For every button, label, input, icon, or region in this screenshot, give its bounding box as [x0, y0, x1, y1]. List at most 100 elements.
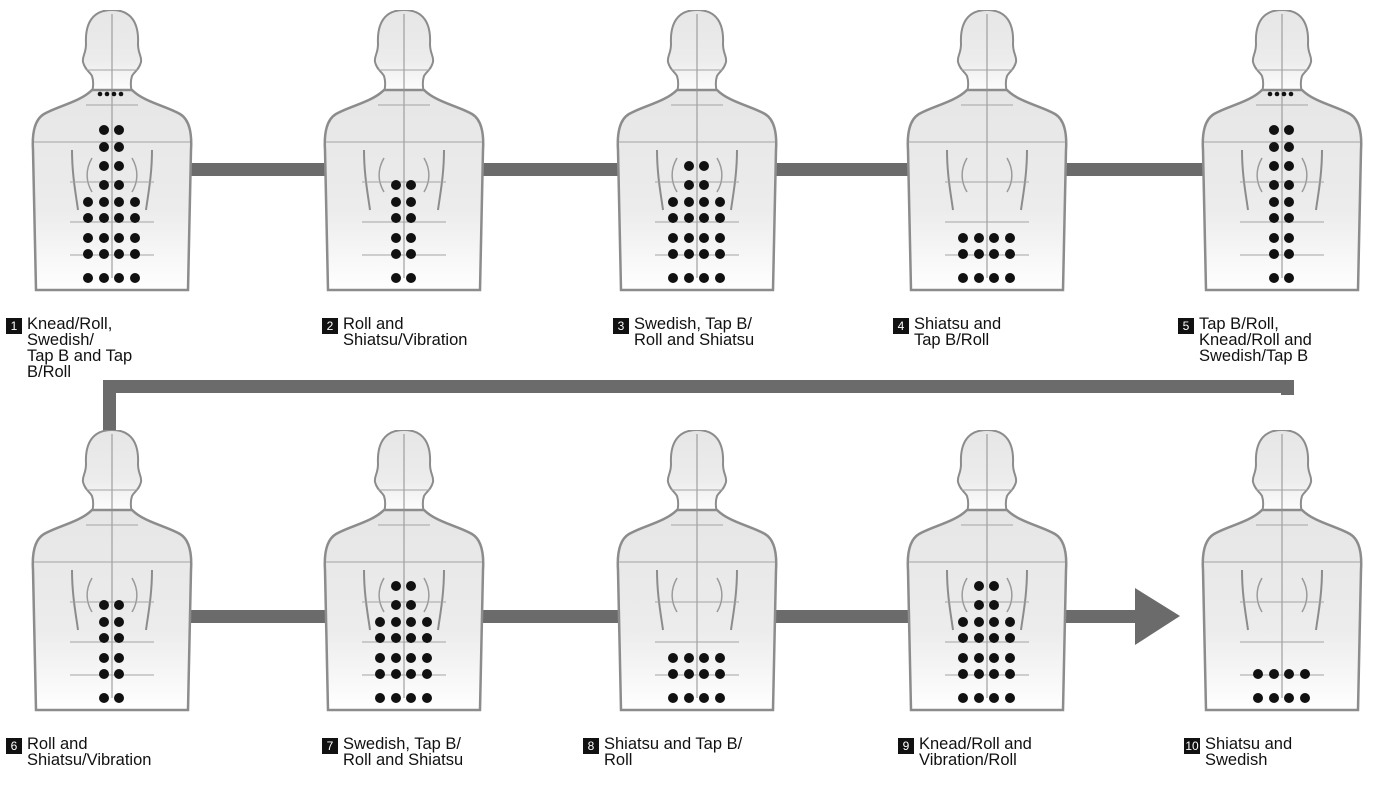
massage-point [989, 233, 999, 243]
massage-point [1284, 669, 1294, 679]
connector-down [103, 380, 116, 435]
massage-point [1005, 633, 1015, 643]
massage-point [422, 617, 432, 627]
massage-point [99, 633, 109, 643]
massage-point [391, 693, 401, 703]
massage-point [391, 633, 401, 643]
massage-point [406, 581, 416, 591]
massage-point [391, 653, 401, 663]
massage-point [974, 600, 984, 610]
massage-point [114, 249, 124, 259]
step-number-badge: 8 [583, 738, 599, 754]
step-number-badge: 4 [893, 318, 909, 334]
massage-point [974, 653, 984, 663]
body-figure [906, 10, 1068, 292]
massage-point [684, 249, 694, 259]
body-figure [31, 10, 193, 292]
massage-point [422, 669, 432, 679]
massage-point [699, 197, 709, 207]
back-figure [323, 10, 485, 292]
massage-point [1269, 273, 1279, 283]
massage-point [114, 653, 124, 663]
massage-points [391, 180, 416, 283]
massage-point [1269, 197, 1279, 207]
massage-point [668, 669, 678, 679]
step-number-badge: 6 [6, 738, 22, 754]
massage-point [406, 197, 416, 207]
massage-point [684, 693, 694, 703]
massage-point [375, 633, 385, 643]
massage-point [989, 693, 999, 703]
step-number-badge: 2 [322, 318, 338, 334]
massage-point [715, 233, 725, 243]
massage-point [989, 581, 999, 591]
massage-point [1269, 180, 1279, 190]
massage-point [406, 273, 416, 283]
massage-point [684, 669, 694, 679]
massage-point [375, 693, 385, 703]
massage-point [99, 180, 109, 190]
step-label: Roll and Shiatsu/Vibration [343, 315, 468, 349]
massage-point [406, 693, 416, 703]
massage-point [668, 693, 678, 703]
massage-points [668, 161, 725, 283]
massage-point [715, 213, 725, 223]
massage-point [974, 273, 984, 283]
massage-point [406, 617, 416, 627]
massage-point [989, 249, 999, 259]
massage-point [699, 249, 709, 259]
massage-point [989, 633, 999, 643]
massage-points [958, 581, 1015, 703]
massage-point [391, 669, 401, 679]
step-number-badge: 9 [898, 738, 914, 754]
step-label: Swedish, Tap B/ Roll and Shiatsu [634, 315, 755, 349]
massage-point [391, 197, 401, 207]
massage-point [130, 213, 140, 223]
massage-point [375, 617, 385, 627]
massage-point [83, 213, 93, 223]
massage-point [1005, 233, 1015, 243]
massage-point [114, 213, 124, 223]
body-figure [906, 430, 1068, 712]
massage-point [668, 273, 678, 283]
body-figure [616, 10, 778, 292]
back-figure [1201, 430, 1363, 712]
massage-point [958, 233, 968, 243]
massage-point [99, 249, 109, 259]
back-figure [31, 430, 193, 712]
massage-point [406, 233, 416, 243]
massage-point [715, 693, 725, 703]
massage-point [406, 653, 416, 663]
massage-point [668, 653, 678, 663]
massage-point [699, 213, 709, 223]
massage-point [958, 669, 968, 679]
step-label: Knead/Roll, Swedish/ Tap B and Tap B/Rol… [27, 315, 133, 381]
step-label: Swedish, Tap B/ Roll and Shiatsu [343, 735, 464, 769]
back-figure [616, 10, 778, 292]
massage-point [99, 617, 109, 627]
massage-points [1269, 125, 1294, 283]
massage-point [699, 161, 709, 171]
massage-point [114, 273, 124, 283]
back-figure [323, 430, 485, 712]
back-figure [616, 430, 778, 712]
massage-point [1284, 125, 1294, 135]
massage-point [699, 669, 709, 679]
massage-point [99, 142, 109, 152]
massage-point [83, 273, 93, 283]
massage-point [958, 273, 968, 283]
massage-point [684, 161, 694, 171]
massage-point [391, 249, 401, 259]
massage-point [715, 249, 725, 259]
massage-point [422, 653, 432, 663]
massage-point [99, 161, 109, 171]
back-figure [906, 10, 1068, 292]
massage-point [1284, 233, 1294, 243]
massage-point [114, 161, 124, 171]
neck-dots [97, 91, 124, 97]
